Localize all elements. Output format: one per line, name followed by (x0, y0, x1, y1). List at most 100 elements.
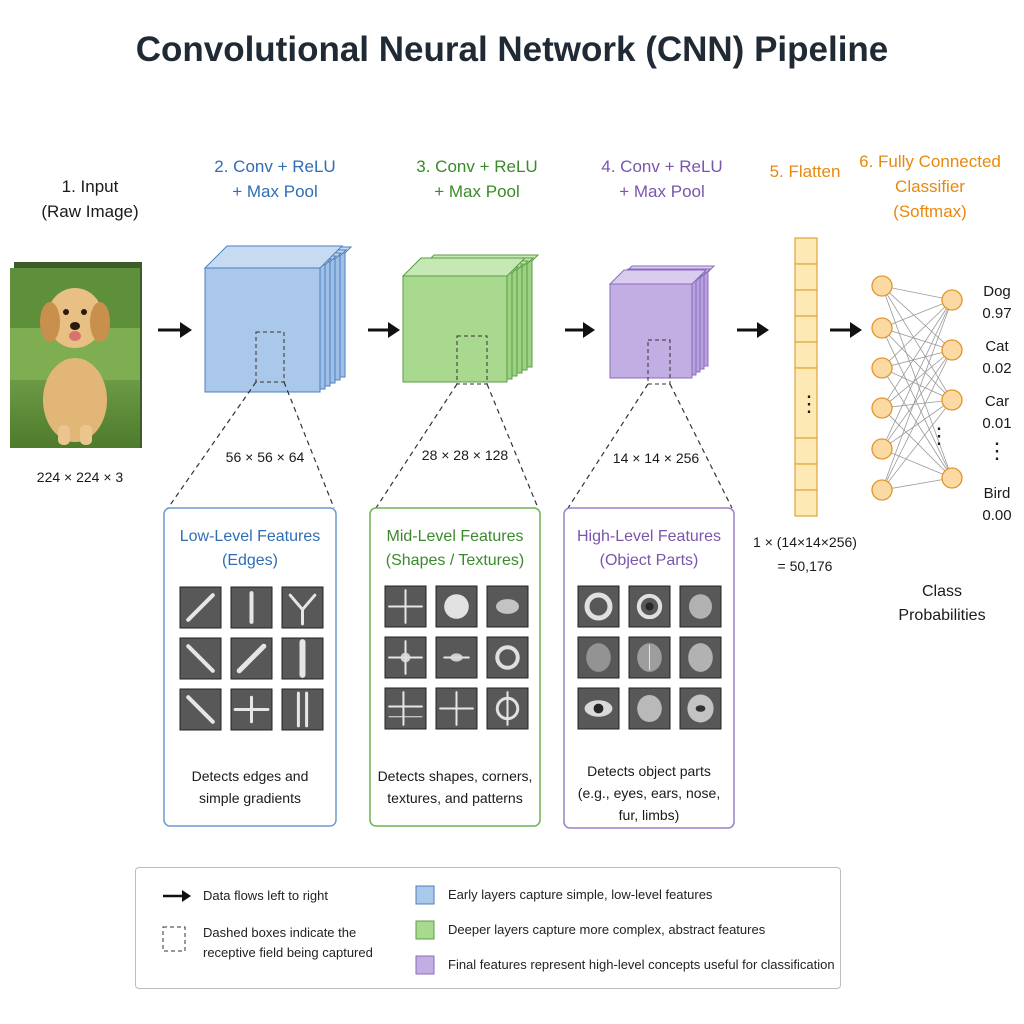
class-cat-prob: 0.02 (982, 360, 1012, 377)
flatten-cell (794, 463, 818, 491)
conv3-title-line2: + Max Pool (619, 182, 705, 201)
input-stage-title: 1. Input (Raw Image) (20, 174, 160, 224)
high-desc-line2: (e.g., eyes, ears, nose, (577, 785, 721, 801)
high-desc-line1: Detects object parts (587, 763, 711, 779)
conv2-receptive-field (456, 335, 488, 385)
legend-purple-text: Final features represent high-level conc… (448, 957, 835, 972)
fc-connection (881, 349, 953, 450)
conv2-title-line2: + Max Pool (434, 182, 520, 201)
fc-output-node (941, 389, 963, 411)
fc-connection (881, 399, 953, 450)
low-level-filter-grid (179, 586, 324, 731)
fc-connection (881, 299, 953, 329)
fc-input-node (871, 438, 893, 460)
fc-connection (881, 407, 953, 479)
filter-thumbnail (384, 687, 427, 730)
mid-desc-line2: textures, and patterns (387, 790, 523, 806)
filter-blob (586, 643, 611, 672)
flatten-cell (794, 341, 818, 369)
legend-green-icon (415, 920, 435, 940)
flatten-cell (794, 263, 818, 291)
fc-connection (881, 327, 953, 351)
mid-level-panel-description: Detects shapes, corners, textures, and p… (370, 765, 540, 809)
classifier-title-line1: 6. Fully Connected (859, 152, 1001, 171)
fc-connection (881, 399, 953, 491)
legend-box (135, 867, 841, 989)
legend-dashed-box-icon (162, 926, 186, 952)
high-title-line1: High-Level Features (576, 528, 722, 545)
filter-blob (637, 694, 662, 723)
class-cat-name: Cat (985, 338, 1009, 355)
dog-body (43, 358, 107, 442)
high-title-line2: (Object Parts) (599, 552, 699, 569)
fc-connection (881, 349, 953, 409)
high-desc-line3: fur, limbs) (618, 807, 680, 823)
fc-connection (881, 285, 953, 401)
class-dog: Dog 0.97 (972, 281, 1022, 325)
filter-stroke (186, 644, 215, 673)
class-ellipsis: ⋮ (986, 438, 1008, 463)
fc-connection (881, 285, 953, 301)
mid-level-panel-title: Mid-Level Features (Shapes / Textures) (370, 525, 540, 573)
conv1-title-line2: + Max Pool (232, 182, 318, 201)
legend-dashed-line1: Dashed boxes indicate the (203, 925, 357, 940)
conv2-title-line1: 3. Conv + ReLU (416, 157, 538, 176)
class-car-prob: 0.01 (982, 415, 1012, 432)
class-bird-prob: 0.00 (982, 507, 1012, 524)
flatten-result: = 50,176 (777, 558, 833, 574)
class-bird-name: Bird (983, 485, 1011, 502)
fc-connection (881, 299, 953, 409)
fc-input-node (871, 357, 893, 379)
legend-icons (162, 885, 435, 975)
flatten-cell (794, 489, 818, 517)
page-title: Convolutional Neural Network (CNN) Pipel… (135, 30, 889, 69)
legend-blue-icon (415, 885, 435, 905)
conv3-title-line1: 4. Conv + ReLU (601, 157, 723, 176)
class-car: Car 0.01 (972, 391, 1022, 435)
low-title-line2: (Edges) (221, 552, 279, 569)
input-dims: 224 × 224 × 3 (36, 469, 124, 485)
legend-purple-icon (415, 955, 435, 975)
fc-input-node (871, 275, 893, 297)
filter-thumbnail (281, 688, 324, 731)
legend-dashed-text: Dashed boxes indicate the receptive fiel… (203, 923, 373, 963)
fc-input-node (871, 479, 893, 501)
fc-output-node (941, 339, 963, 361)
filter-blob (688, 643, 713, 672)
fc-input-node (871, 397, 893, 419)
fc-connection (881, 327, 953, 479)
classifier-title-line2: Classifier (895, 177, 965, 196)
filter-thumbnail (577, 585, 620, 628)
input-title-line2: (Raw Image) (41, 202, 139, 221)
fc-connection (881, 367, 953, 479)
legend-arrow-text: Data flows left to right (203, 888, 328, 903)
fc-network (871, 275, 963, 501)
fc-connection (881, 299, 953, 450)
fc-connection (881, 349, 953, 491)
legend-dashed-line2: receptive field being captured (203, 945, 373, 960)
flatten-cell (794, 315, 818, 343)
low-desc-line2: simple gradients (199, 790, 301, 806)
low-title-line1: Low-Level Features (179, 528, 321, 545)
fc-output-node (941, 289, 963, 311)
low-level-panel-title: Low-Level Features (Edges) (164, 525, 336, 573)
fc-connection (881, 448, 953, 479)
high-level-filter-grid (577, 585, 722, 730)
conv3-stage-title: 4. Conv + ReLU + Max Pool (582, 154, 742, 204)
class-car-name: Car (984, 393, 1010, 410)
filter-blob (695, 705, 706, 712)
fc-connection (881, 349, 953, 369)
filter-blob (593, 703, 604, 714)
class-dog-name: Dog (983, 283, 1011, 300)
filter-stroke (186, 593, 215, 622)
filter-blob (496, 599, 519, 614)
high-level-panel-description: Detects object parts (e.g., eyes, ears, … (564, 760, 734, 826)
flatten-cell (794, 437, 818, 465)
class-dog-prob: 0.97 (982, 305, 1012, 322)
filter-blob (645, 602, 654, 611)
conv1-feature-maps (203, 245, 353, 393)
fc-input-node (871, 317, 893, 339)
filter-stroke (288, 593, 304, 612)
conv2-feature-maps (401, 254, 540, 385)
